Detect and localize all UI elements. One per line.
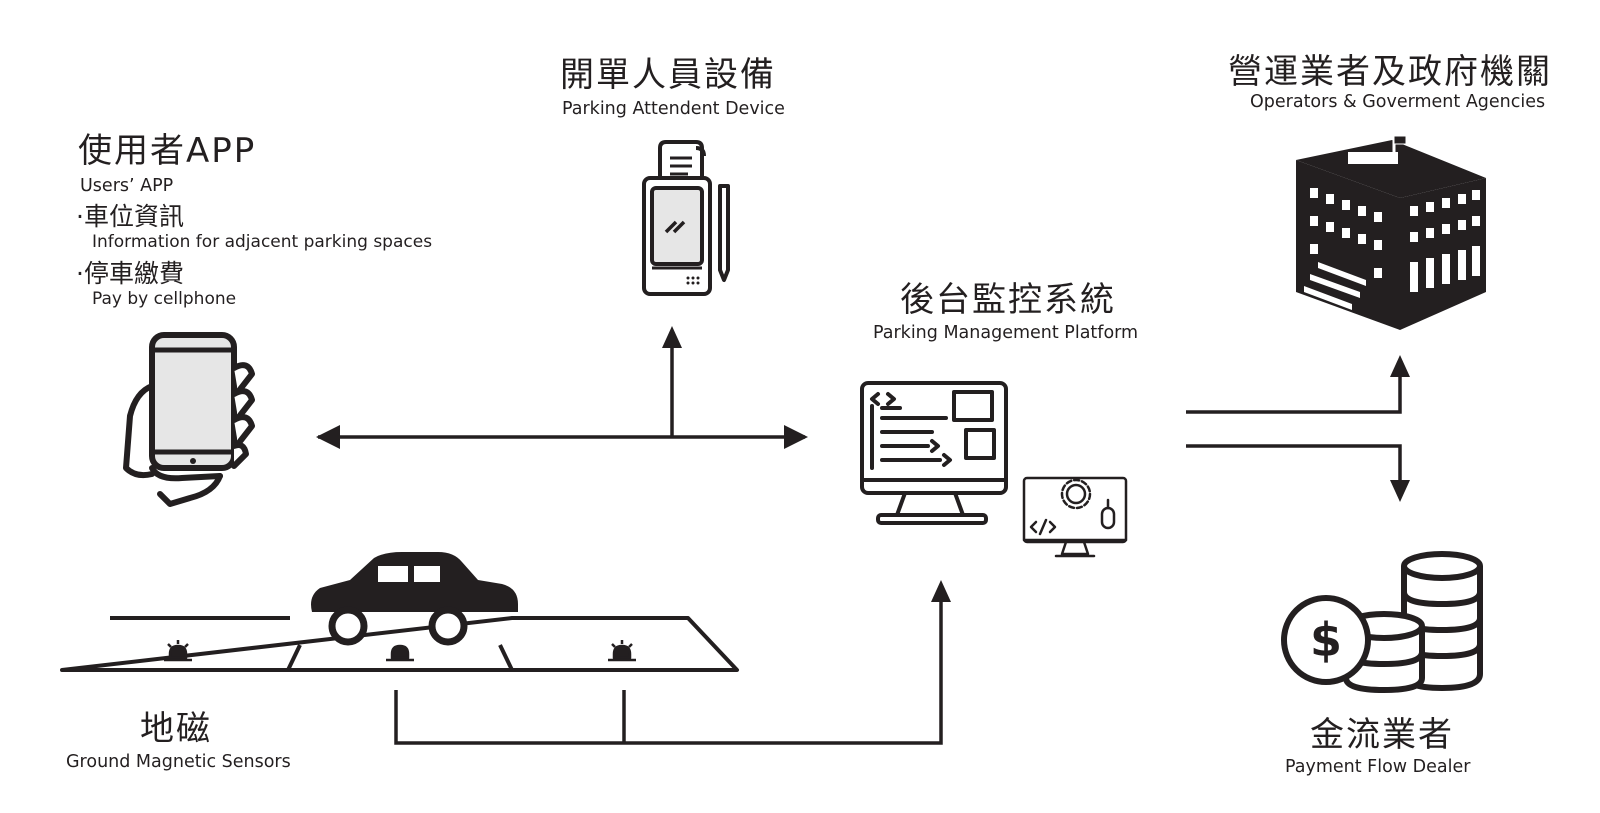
arrow-head-up-operators [1390, 355, 1410, 377]
attendant-subtitle: Parking Attendent Device [562, 99, 785, 119]
sensor-middle-icon [386, 644, 414, 662]
operators-subtitle: Operators & Goverment Agencies [1250, 92, 1546, 112]
arrow-sensors-platform [394, 600, 943, 745]
arrow-head-down-payment [1390, 480, 1410, 502]
users-app-title: 使用者APP [78, 131, 257, 171]
feature-parking-info-zh: ·車位資訊 [76, 202, 184, 231]
hand-holding-phone-icon [123, 332, 255, 507]
government-building-icon [1296, 135, 1486, 330]
attendant-title: 開單人員設備 [560, 55, 776, 95]
platform-title: 後台監控系統 [900, 280, 1116, 320]
sensors-title: 地磁 [140, 709, 212, 749]
handheld-ticket-device-icon [642, 140, 730, 296]
monitor-code-icon [860, 381, 1128, 558]
feature-pay-en: Pay by cellphone [92, 289, 237, 309]
arrow-platform-payment [1186, 444, 1402, 480]
platform-subtitle: Parking Management Platform [873, 323, 1139, 343]
windows-left [1310, 188, 1382, 278]
arrow-head-right [784, 425, 808, 449]
payment-subtitle: Payment Flow Dealer [1285, 757, 1471, 777]
arrow-platform-operators [1186, 375, 1402, 414]
feature-parking-info-en: Information for adjacent parking spaces [92, 232, 433, 252]
parking-car-sensor-icon [60, 552, 739, 672]
sensor-left-icon [164, 640, 192, 662]
arrow-head-left [316, 425, 340, 449]
sensor-right-icon [608, 640, 636, 662]
operators-title: 營運業者及政府機關 [1228, 52, 1552, 92]
feature-pay-zh: ·停車繳費 [76, 259, 184, 288]
dollar-sign-glyph: $ [1310, 613, 1342, 667]
payment-title: 金流業者 [1310, 715, 1454, 755]
coins-dollar-icon: $ [1281, 551, 1483, 693]
connectors [316, 326, 1410, 745]
arrow-head-up-platform [931, 580, 951, 602]
arrow-head-up-attendant [662, 326, 682, 348]
sensors-subtitle: Ground Magnetic Sensors [66, 752, 291, 772]
users-app-subtitle: Users’ APP [80, 176, 174, 196]
windows-right [1410, 190, 1480, 292]
